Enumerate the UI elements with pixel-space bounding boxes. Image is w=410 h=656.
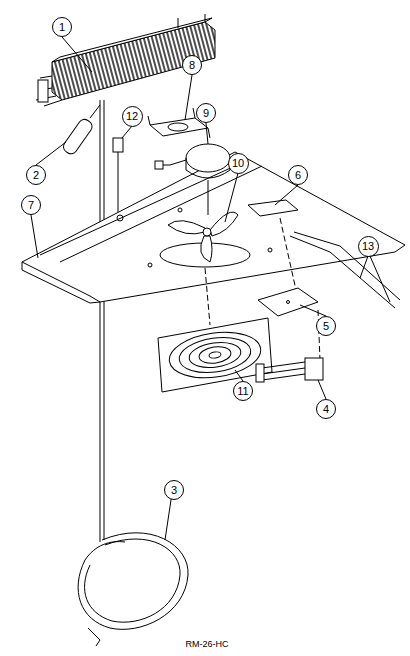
callout-number: 7 xyxy=(28,200,34,211)
callout-circle: 6 xyxy=(288,165,308,185)
callout-number: 2 xyxy=(33,170,39,181)
callout-number: 11 xyxy=(237,386,248,397)
callout-number: 10 xyxy=(232,158,244,169)
callout-number: 5 xyxy=(323,321,329,332)
callout-circle: 3 xyxy=(164,480,184,500)
callout-circle: 9 xyxy=(196,103,216,123)
callout-circle: 10 xyxy=(228,153,249,174)
callout-circle: 2 xyxy=(26,165,46,185)
callout-number: 13 xyxy=(362,241,374,252)
callout-circle: 7 xyxy=(21,195,41,215)
callout-circle: 1 xyxy=(52,17,72,37)
callout-number: 1 xyxy=(59,22,65,33)
callout-number: 6 xyxy=(295,170,301,181)
drawing-caption: RM-26-HC xyxy=(185,639,228,649)
callout-circle: 13 xyxy=(358,236,379,257)
callout-circle: 12 xyxy=(122,106,143,127)
callout-circle: 8 xyxy=(182,55,202,75)
callout-circle: 11 xyxy=(233,381,253,401)
callout-number: 9 xyxy=(203,108,209,119)
callout-number: 8 xyxy=(189,60,195,71)
callout-circle: 4 xyxy=(316,399,336,419)
callout-number: 12 xyxy=(126,111,138,122)
callout-number: 4 xyxy=(323,404,329,415)
callout-number: 3 xyxy=(171,485,177,496)
callout-circle: 5 xyxy=(316,316,336,336)
